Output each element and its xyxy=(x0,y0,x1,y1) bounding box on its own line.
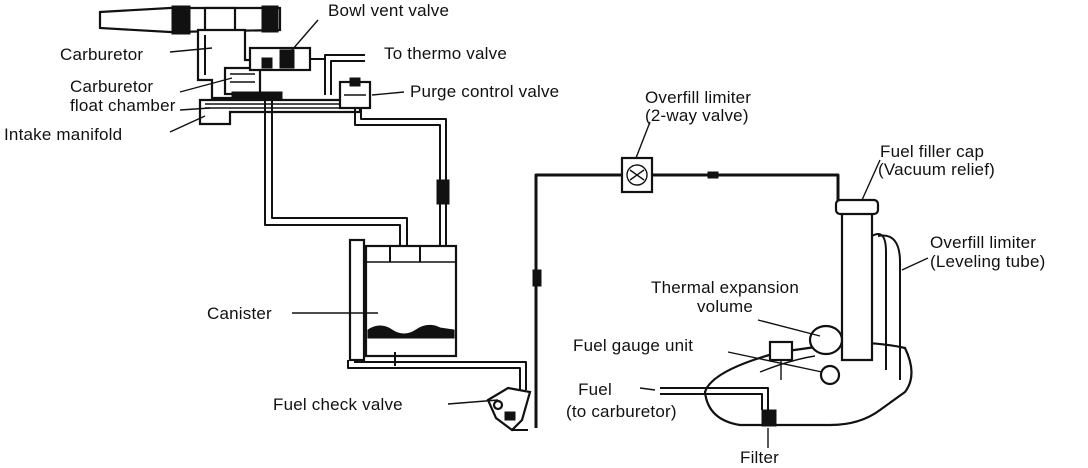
label-carburetor-float-chamber-line1: Carburetor xyxy=(70,77,154,96)
air-cleaner-assembly xyxy=(98,5,282,35)
bowl-vent-valve xyxy=(248,46,325,72)
charcoal-canister xyxy=(348,238,458,366)
fuel-filter xyxy=(761,409,777,427)
label-fuel-filler-cap-line1: Fuel filler cap xyxy=(880,142,985,161)
filler-neck xyxy=(834,198,901,380)
canister-to-check-valve-line xyxy=(347,360,521,390)
label-filter: Filter xyxy=(740,448,779,467)
label-carburetor: Carburetor xyxy=(60,45,144,64)
fuel-gauge-unit xyxy=(768,340,841,386)
fuel-outlet-line xyxy=(660,387,769,410)
label-fuel-check-valve: Fuel check valve xyxy=(273,395,403,414)
fuel-check-valve xyxy=(486,386,532,432)
label-carburetor-float-chamber-line2: float chamber xyxy=(70,96,176,115)
overfill-limiter-2way-valve xyxy=(620,156,654,194)
bowl-vent-line xyxy=(264,100,401,245)
label-fuel-line2: (to carburetor) xyxy=(566,402,677,421)
vapor-line-to-overfill-limiter xyxy=(534,173,625,428)
purge-control-valve xyxy=(338,77,372,110)
label-fuel-filler-cap-line2: (Vacuum relief) xyxy=(878,160,995,179)
label-overfill-limiter-2way-line1: Overfill limiter xyxy=(645,88,752,107)
fuel-tank xyxy=(703,342,913,427)
label-intake-manifold: Intake manifold xyxy=(4,125,123,144)
label-overfill-limiter-leveling-line2: (Leveling tube) xyxy=(930,252,1046,271)
thermal-expansion-volume xyxy=(808,324,844,356)
label-thermal-expansion-line1: Thermal expansion xyxy=(651,278,799,297)
label-fuel-line1: Fuel xyxy=(578,380,612,399)
label-bowl-vent-valve: Bowl vent valve xyxy=(328,1,450,20)
label-overfill-limiter-leveling-line1: Overfill limiter xyxy=(930,233,1037,252)
label-purge-control-valve: Purge control valve xyxy=(410,82,560,101)
label-canister: Canister xyxy=(207,304,272,323)
label-thermal-expansion-line2: volume xyxy=(696,297,753,316)
label-to-thermo-valve: To thermo valve xyxy=(384,44,507,63)
label-overfill-limiter-2way-line2: (2-way valve) xyxy=(645,106,749,125)
leader-lines xyxy=(169,19,929,448)
thermo-valve-line xyxy=(324,54,365,95)
label-fuel-gauge-unit: Fuel gauge unit xyxy=(573,336,694,355)
